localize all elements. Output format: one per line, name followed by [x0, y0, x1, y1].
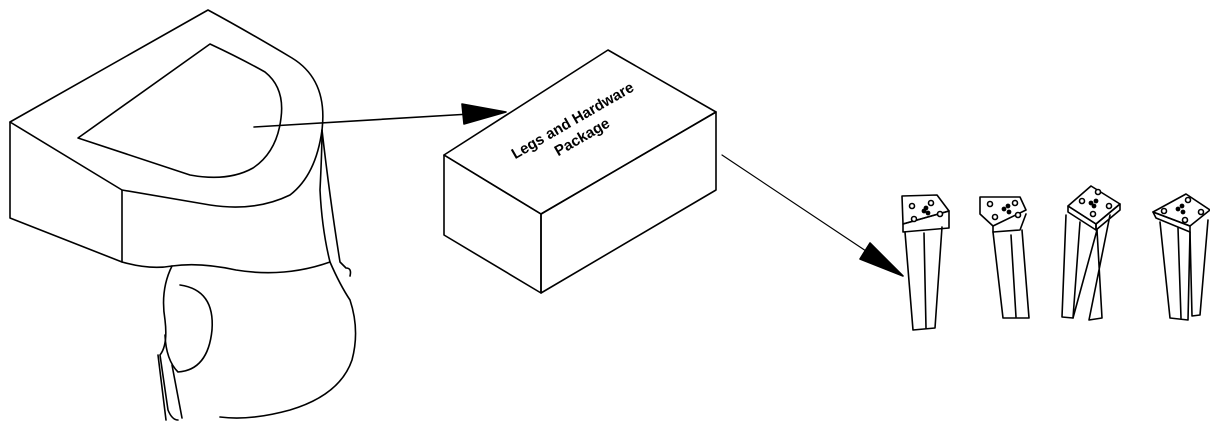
chair-right-face: [121, 129, 331, 274]
chair-top-panel: [77, 43, 283, 179]
leg-1: [901, 194, 950, 331]
chair-lower-body: [219, 261, 357, 419]
package-box: Legs and Hardware Package: [443, 49, 717, 294]
chair-arm-round: [164, 284, 213, 373]
leg-4: [1152, 193, 1210, 321]
chair-arm-inner: [157, 354, 167, 421]
arrow-head-2: [859, 242, 904, 277]
chair-arm-cutout: [159, 265, 179, 421]
arrow-head-1: [461, 103, 507, 125]
package-right-face: [540, 111, 717, 294]
leg-3: [1061, 185, 1121, 321]
arrow-to-package: [253, 103, 507, 128]
chair-left-face: [9, 121, 123, 263]
package-left-face: [443, 154, 542, 294]
chair-arm-inner2: [171, 364, 183, 419]
chair-body: [9, 9, 357, 421]
chair-top-face: [9, 9, 324, 208]
leg-2: [979, 196, 1030, 319]
arrow-to-legs: [721, 154, 904, 277]
chair-right-edge: [321, 129, 352, 277]
